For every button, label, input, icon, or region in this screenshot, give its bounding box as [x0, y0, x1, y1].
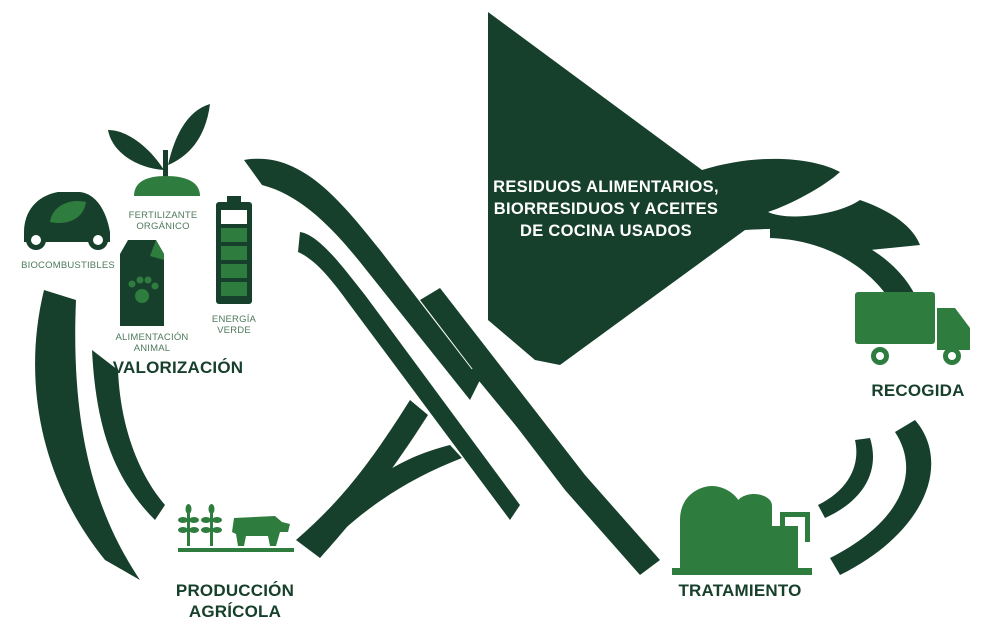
- valorizacion-label: VALORIZACIÓN: [112, 358, 244, 377]
- right-loop-inner-arc: [818, 438, 873, 518]
- feed-bag-paw-icon: [120, 240, 164, 326]
- alimentacion-label: ALIMENTACIÓN ANIMAL: [115, 332, 189, 354]
- battery-icon: [216, 196, 252, 304]
- cross-band-2: [470, 362, 625, 540]
- recogida-label: RECOGIDA: [871, 381, 965, 400]
- sprout-icon: [108, 104, 210, 196]
- tratamiento-label: TRATAMIENTO: [678, 581, 802, 600]
- waste-flag: [488, 12, 920, 365]
- biogas-plant-icon: [672, 486, 812, 575]
- right-loop-outer-arc: [830, 420, 932, 575]
- waste-sources-label: RESIDUOS ALIMENTARIOS, BIORRESIDUOS Y AC…: [493, 178, 719, 240]
- left-loop-top-band-2: [298, 232, 520, 520]
- left-loop-top-band: [244, 158, 480, 400]
- left-loop-bottom-band-2: [325, 445, 462, 535]
- crops-cow-icon: [178, 504, 294, 552]
- fertilizante-label: FERTILIZANTE ORGÁNICO: [128, 210, 198, 232]
- truck-icon: [855, 292, 970, 365]
- electric-car-leaf-icon: [24, 192, 110, 250]
- energia-label: ENERGÍA VERDE: [211, 314, 257, 336]
- left-loop-inner-arc: [92, 350, 165, 520]
- right-loop-upper-arc: [770, 222, 915, 300]
- produccion-agricola-label: PRODUCCIÓN AGRÍCOLA: [175, 581, 295, 621]
- left-loop-outer-arc: [35, 290, 140, 580]
- biocombustibles-label: BIOCOMBUSTIBLES: [21, 260, 115, 271]
- infinity-loop: [35, 158, 932, 580]
